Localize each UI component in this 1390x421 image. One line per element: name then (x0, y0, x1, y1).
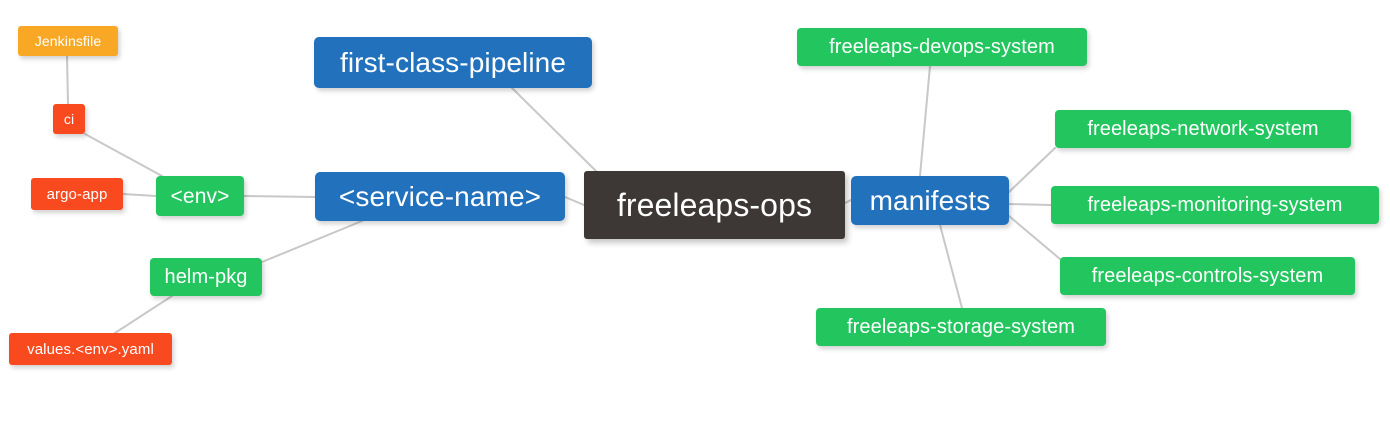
mindmap-edge-manifests-to-freeleaps-storage-system (939, 224, 963, 309)
mindmap-node-label: freeleaps-devops-system (829, 36, 1055, 58)
mindmap-node-argo-app[interactable]: argo-app (31, 178, 123, 210)
mindmap-node-label: manifests (869, 184, 991, 216)
mindmap-edge-helm-pkg-to-values-yaml (114, 295, 173, 334)
mindmap-node-freeleaps-storage-system[interactable]: freeleaps-storage-system (816, 308, 1106, 346)
mindmap-node-freeleaps-ops[interactable]: freeleaps-ops (584, 171, 845, 239)
mindmap-node-freeleaps-devops-system[interactable]: freeleaps-devops-system (797, 28, 1087, 66)
mindmap-node-freeleaps-controls-system[interactable]: freeleaps-controls-system (1060, 257, 1355, 295)
mindmap-node-label: first-class-pipeline (339, 46, 567, 78)
mindmap-node-label: argo-app (46, 185, 108, 203)
mindmap-edge-freeleaps-ops-to-first-class-pipeline (511, 87, 597, 172)
mindmap-edge-service-name-to-env (243, 195, 316, 198)
mindmap-node-env[interactable]: <env> (156, 176, 244, 216)
mindmap-edge-freeleaps-ops-to-service-name (564, 196, 585, 206)
mindmap-edge-service-name-to-helm-pkg (261, 220, 363, 263)
mindmap-node-label: helm-pkg (164, 266, 248, 288)
mindmap-edge-manifests-to-freeleaps-monitoring-system (1008, 203, 1052, 206)
mindmap-node-label: freeleaps-storage-system (846, 316, 1076, 338)
mindmap-node-label: <env> (170, 184, 230, 208)
mindmap-node-label: freeleaps-ops (616, 187, 813, 223)
mindmap-node-freeleaps-network-system[interactable]: freeleaps-network-system (1055, 110, 1351, 148)
mindmap-node-ci[interactable]: ci (53, 104, 85, 134)
mindmap-node-label: ci (63, 111, 75, 127)
mindmap-node-first-class-pipeline[interactable]: first-class-pipeline (314, 37, 592, 88)
mindmap-node-jenkinsfile[interactable]: Jenkinsfile (18, 26, 118, 56)
mindmap-node-helm-pkg[interactable]: helm-pkg (150, 258, 262, 296)
mindmap-edge-manifests-to-freeleaps-devops-system (919, 65, 931, 177)
mindmap-node-label: Jenkinsfile (34, 33, 102, 49)
mindmap-node-label: values.<env>.yaml (27, 340, 154, 358)
mindmap-node-manifests[interactable]: manifests (851, 176, 1009, 225)
mindmap-node-freeleaps-monitoring-system[interactable]: freeleaps-monitoring-system (1051, 186, 1379, 224)
mindmap-node-label: freeleaps-network-system (1087, 118, 1319, 140)
mindmap-edge-env-to-argo-app (122, 193, 157, 197)
mindmap-node-values-yaml[interactable]: values.<env>.yaml (9, 333, 172, 365)
mindmap-edge-ci-to-jenkinsfile (66, 55, 69, 105)
mindmap-edge-manifests-to-freeleaps-network-system (1008, 147, 1056, 193)
mindmap-node-label: freeleaps-monitoring-system (1087, 194, 1343, 216)
mindmap-node-service-name[interactable]: <service-name> (315, 172, 565, 221)
mindmap-node-label: freeleaps-controls-system (1091, 265, 1324, 287)
mindmap-edge-env-to-ci (84, 133, 163, 177)
mindmap-node-label: <service-name> (338, 180, 542, 212)
